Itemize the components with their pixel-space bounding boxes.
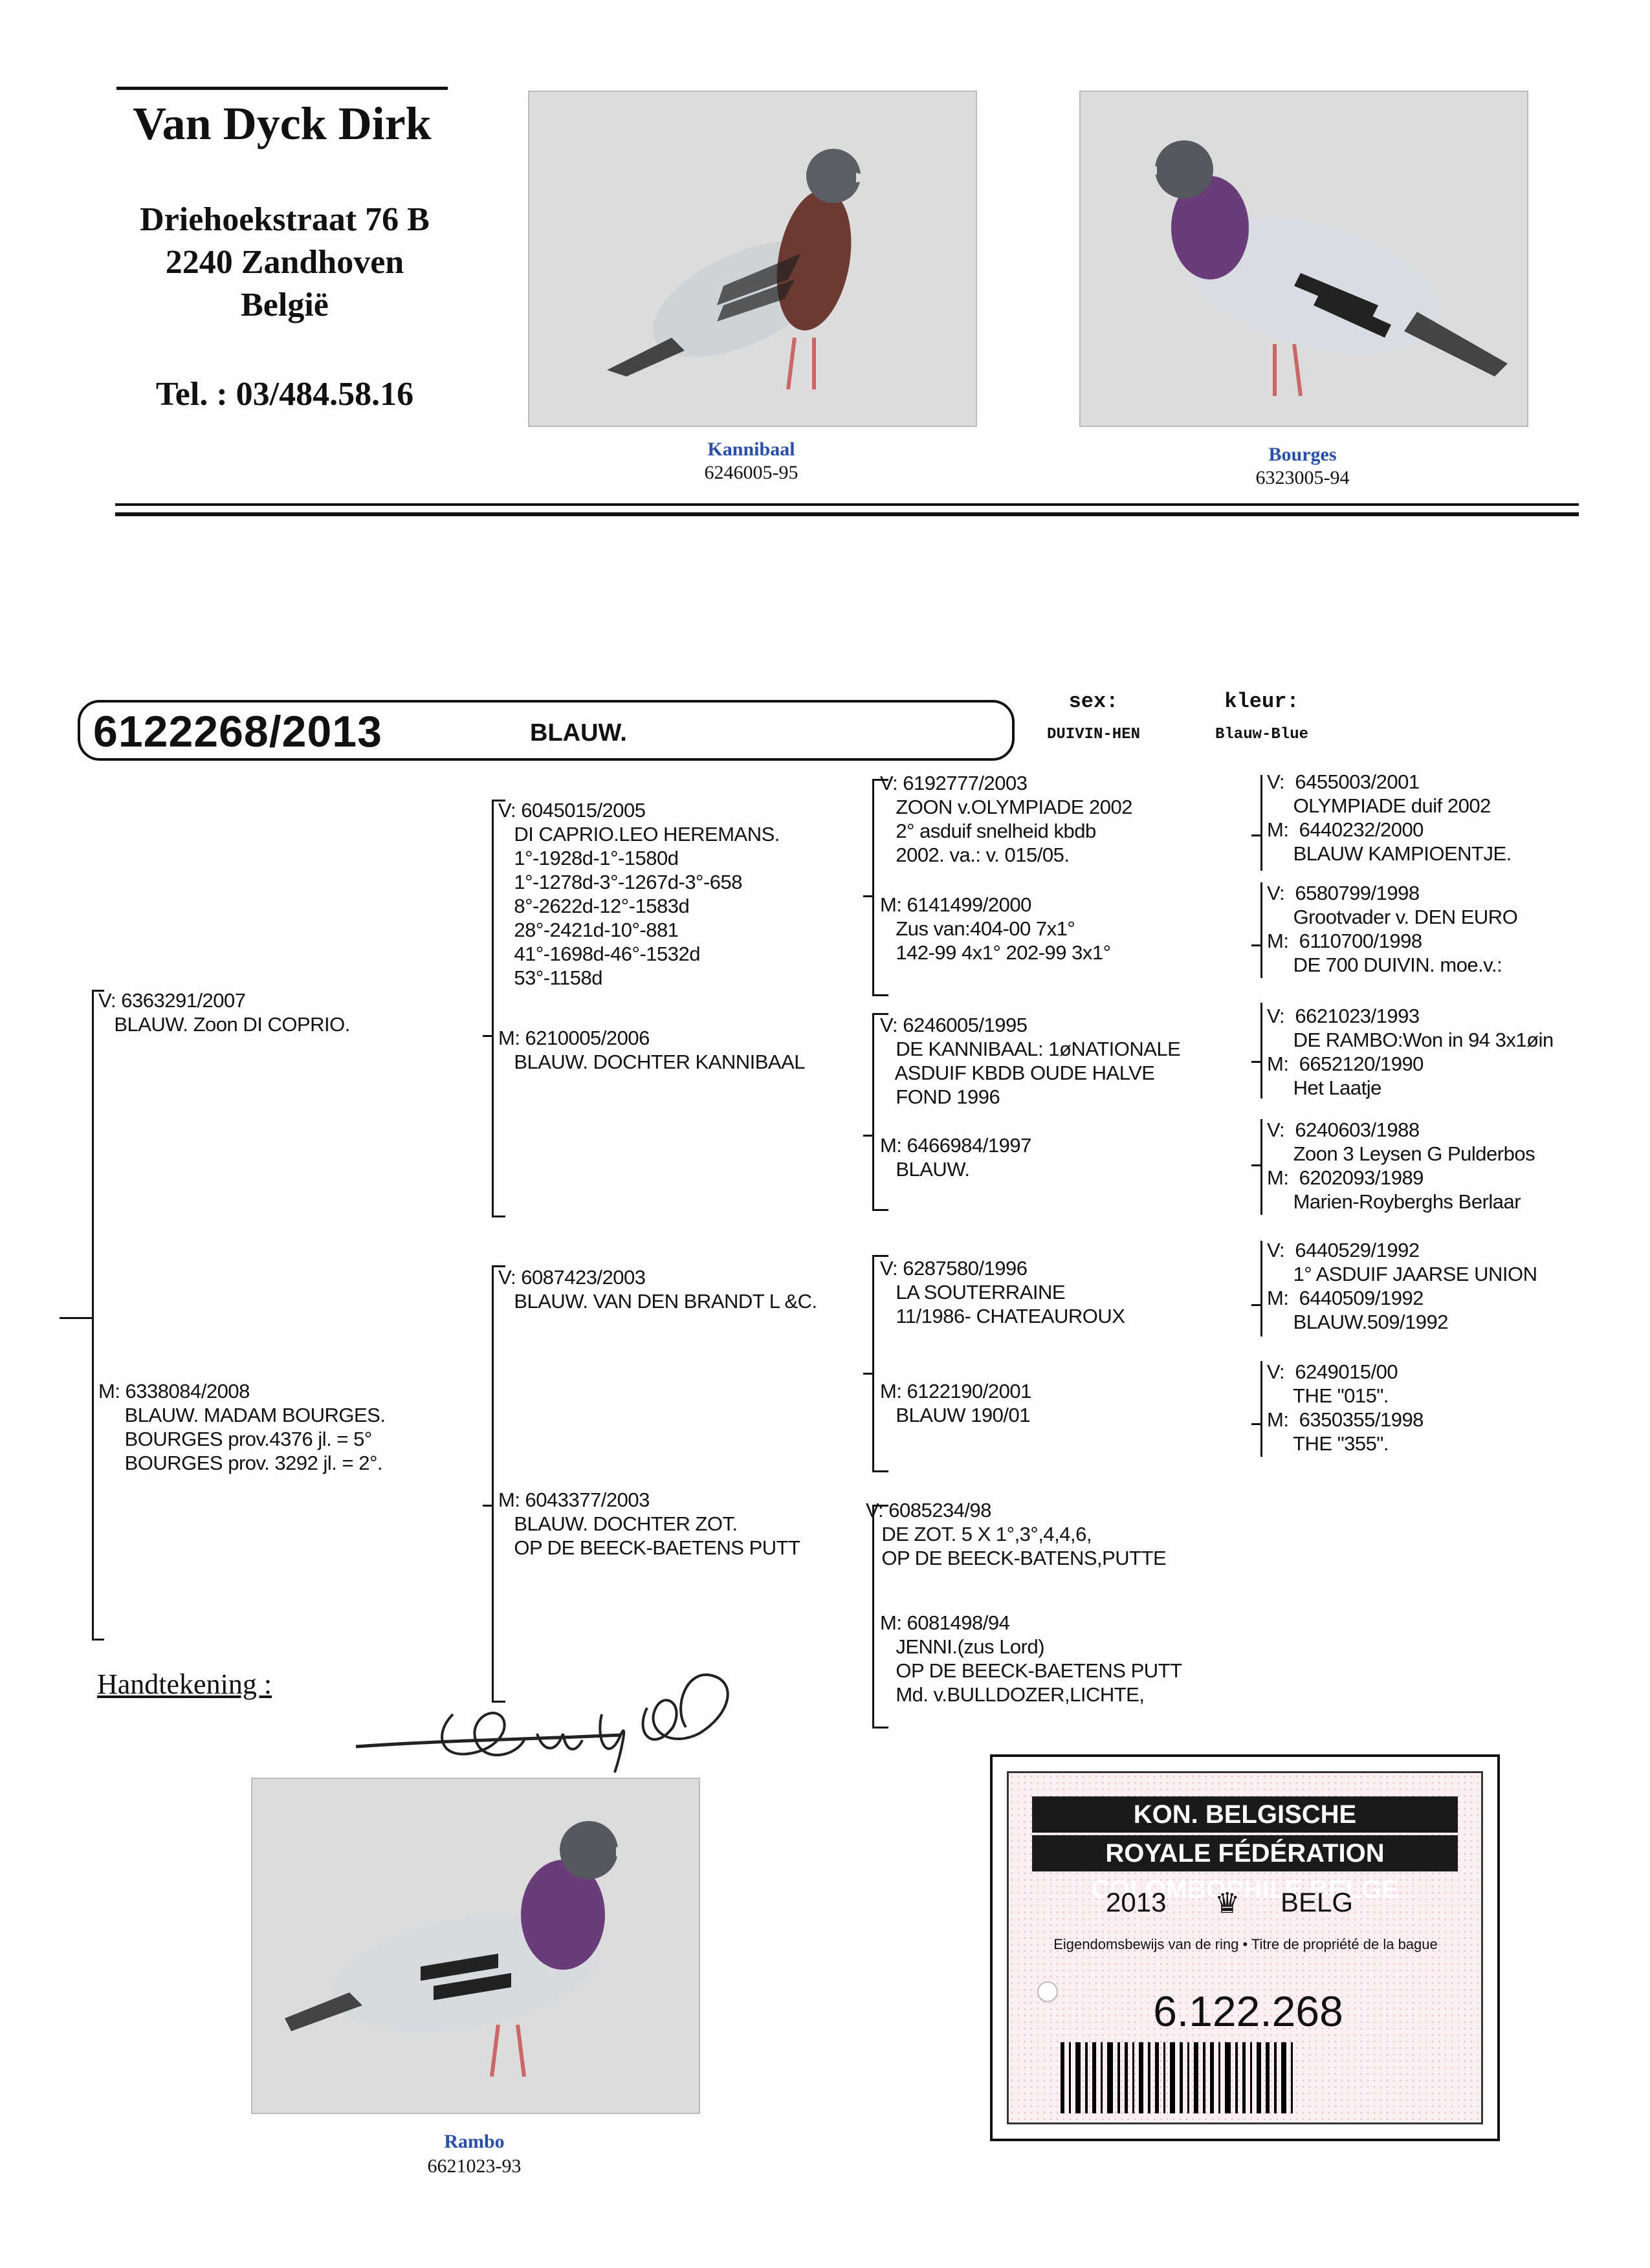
pedigree-g4-10: V: 6249015/00 THE "015". xyxy=(1267,1360,1398,1407)
pedigree-bracket-gen4-5 xyxy=(1260,1241,1262,1336)
pedigree-g4-8: V: 6440529/1992 1° ASDUIF JAARSE UNION xyxy=(1267,1239,1537,1285)
pedigree-fmf: V: 6246005/1995 DE KANNIBAAL: 1øNATIONAL… xyxy=(880,1014,1181,1108)
barcode-icon xyxy=(1061,2042,1410,2113)
pigeon-photo-rambo xyxy=(251,1778,700,2114)
sex-value: DUIVIN-HEN xyxy=(1046,726,1141,743)
photo-caption-ring-bourges: 6323005-94 xyxy=(1255,467,1350,488)
header-bottom-rule-1 xyxy=(115,503,1579,506)
pedigree-bracket-gen4-1 xyxy=(1260,775,1262,871)
bird-ring-number: 6122268/2013 xyxy=(93,707,382,756)
pedigree-tick-g4-5 xyxy=(1251,1304,1260,1306)
pedigree-bracket-gen2-father xyxy=(492,800,505,1217)
photo-caption-name-kannibaal: Kannibaal xyxy=(707,439,795,460)
pedigree-root-tick xyxy=(60,1317,93,1319)
pedigree-bracket-gen2-mother xyxy=(492,1265,505,1703)
owner-street: Driehoekstraat 76 B xyxy=(140,201,430,238)
pedigree-g4-5: M: 6652120/1990 Het Laatje xyxy=(1267,1052,1424,1099)
certificate-line-1: KON. BELGISCHE DUIVENLIEFHEBBERSBOND xyxy=(1032,1796,1458,1865)
hole-icon xyxy=(1037,1981,1058,2002)
pedigree-fm: M: 6210005/2006 BLAUW. DOCHTER KANNIBAAL xyxy=(498,1027,806,1073)
kleur-value: Blauw-Blue xyxy=(1215,726,1309,743)
pedigree-bracket-gen4-2 xyxy=(1260,882,1262,978)
pedigree-tick-mm xyxy=(483,1505,493,1507)
pedigree-fff: V: 6192777/2003 ZOON v.OLYMPIADE 2002 2°… xyxy=(880,772,1132,866)
pedigree-bracket-gen4-3 xyxy=(1260,1003,1262,1098)
owner-name: Van Dyck Dirk xyxy=(133,98,432,149)
pedigree-g4-11: M: 6350355/1998 THE "355". xyxy=(1267,1408,1424,1455)
pigeon-photo-bourges xyxy=(1079,91,1528,427)
pedigree-mm: M: 6043377/2003 BLAUW. DOCHTER ZOT. OP D… xyxy=(498,1488,800,1559)
certificate-line-2: ROYALE FÉDÉRATION COLOMBOPHILE BELGE xyxy=(1032,1835,1458,1904)
pedigree-bracket-gen3-ff xyxy=(872,779,888,996)
pedigree-g4-9: M: 6440509/1992 BLAUW.509/1992 xyxy=(1267,1287,1449,1333)
pedigree-g4-2: V: 6580799/1998 Grootvader v. DEN EURO xyxy=(1267,882,1518,928)
pigeon-icon xyxy=(1132,140,1508,397)
pedigree-bracket-gen3-fm xyxy=(872,1013,888,1211)
sex-label: sex: xyxy=(1068,690,1119,714)
certificate-inner: KON. BELGISCHE DUIVENLIEFHEBBERSBOND ROY… xyxy=(1007,1771,1483,2124)
pedigree-mf: V: 6087423/2003 BLAUW. VAN DEN BRANDT L … xyxy=(498,1266,817,1313)
pedigree-fmm: M: 6466984/1997 BLAUW. xyxy=(880,1134,1031,1181)
certificate-ring-number: 6.122.268 xyxy=(1153,1987,1343,2035)
crown-icon: ♛ xyxy=(1215,1888,1240,1919)
pedigree-tick-g4-3 xyxy=(1251,1061,1260,1063)
pedigree-mother: M: 6338084/2008 BLAUW. MADAM BOURGES. BO… xyxy=(98,1380,386,1474)
pedigree-mfm: M: 6122190/2001 BLAUW 190/01 xyxy=(880,1380,1031,1426)
pedigree-tick-g4-4 xyxy=(1251,1164,1260,1166)
certificate-year: 2013 xyxy=(1106,1887,1167,1917)
pedigree-g4-0: V: 6455003/2001 OLYMPIADE duif 2002 xyxy=(1267,770,1491,817)
pigeon-photo-kannibaal xyxy=(528,91,977,427)
pedigree-g4-3: M: 6110700/1998 DE 700 DUIVIN. moe.v.: xyxy=(1267,930,1502,976)
pedigree-tick-g4-1 xyxy=(1251,834,1260,836)
pedigree-bracket-gen4-6 xyxy=(1260,1361,1262,1457)
ring-certificate: KON. BELGISCHE DUIVENLIEFHEBBERSBOND ROY… xyxy=(990,1754,1500,2141)
header-top-rule xyxy=(116,87,448,90)
pedigree-g4-6: V: 6240603/1988 Zoon 3 Leysen G Pulderbo… xyxy=(1267,1118,1535,1165)
certificate-subtitle: Eigendomsbewijs van de ring • Titre de p… xyxy=(1053,1936,1438,1952)
pedigree-mmm: M: 6081498/94 JENNI.(zus Lord) OP DE BEE… xyxy=(880,1611,1182,1706)
pedigree-ffm: M: 6141499/2000 Zus van:404-00 7x1° 142-… xyxy=(880,893,1111,964)
pedigree-g4-4: V: 6621023/1993 DE RAMBO:Won in 94 3x1øi… xyxy=(1267,1005,1554,1051)
pedigree-g4-7: M: 6202093/1989 Marien-Royberghs Berlaar xyxy=(1267,1166,1521,1213)
pedigree-tick-g4-6 xyxy=(1251,1423,1260,1425)
photo-caption-ring-rambo: 6621023-93 xyxy=(427,2155,522,2177)
pedigree-tick-fm xyxy=(483,1035,493,1037)
pedigree-tick-ffm xyxy=(863,895,874,897)
pedigree-bracket-gen4-4 xyxy=(1260,1119,1262,1215)
kleur-label: kleur: xyxy=(1224,690,1299,714)
pedigree-mff: V: 6287580/1996 LA SOUTERRAINE 11/1986- … xyxy=(880,1257,1125,1327)
pigeon-icon xyxy=(285,1821,641,2077)
ring-title-box: 6122268/2013 BLAUW. xyxy=(78,700,1015,761)
pedigree-bracket-gen3-mf xyxy=(872,1255,888,1472)
owner-country: België xyxy=(241,287,329,323)
signature-label: Handtekening : xyxy=(97,1668,272,1700)
certificate-country: BELG xyxy=(1281,1887,1354,1917)
bird-color: BLAUW. xyxy=(530,719,627,747)
pedigree-tick-fmm xyxy=(863,1135,874,1137)
pedigree-ff: V: 6045015/2005 DI CAPRIO.LEO HEREMANS. … xyxy=(498,799,780,989)
pedigree-father: V: 6363291/2007 BLAUW. Zoon DI COPRIO. xyxy=(98,989,350,1036)
pigeon-icon xyxy=(607,149,879,390)
pedigree-mmf: V: 6085234/98 DE ZOT. 5 X 1°,3°,4,4,6, O… xyxy=(866,1499,1167,1569)
pedigree-g4-1: M: 6440232/2000 BLAUW KAMPIOENTJE. xyxy=(1267,818,1512,865)
owner-phone: Tel. : 03/484.58.16 xyxy=(155,376,414,413)
signature-mark xyxy=(355,1673,729,1773)
pedigree-bracket-gen1 xyxy=(92,990,104,1641)
owner-city: 2240 Zandhoven xyxy=(165,244,404,281)
photo-caption-ring-kannibaal: 6246005-95 xyxy=(704,462,798,483)
pedigree-bracket-gen3-mm xyxy=(872,1505,888,1728)
pedigree-tick-mfm xyxy=(863,1373,874,1375)
pedigree-tick-g4-2 xyxy=(1251,944,1260,946)
photo-caption-name-rambo: Rambo xyxy=(444,2131,505,2152)
header-bottom-rule-2 xyxy=(115,512,1579,516)
photo-caption-name-bourges: Bourges xyxy=(1268,444,1337,465)
